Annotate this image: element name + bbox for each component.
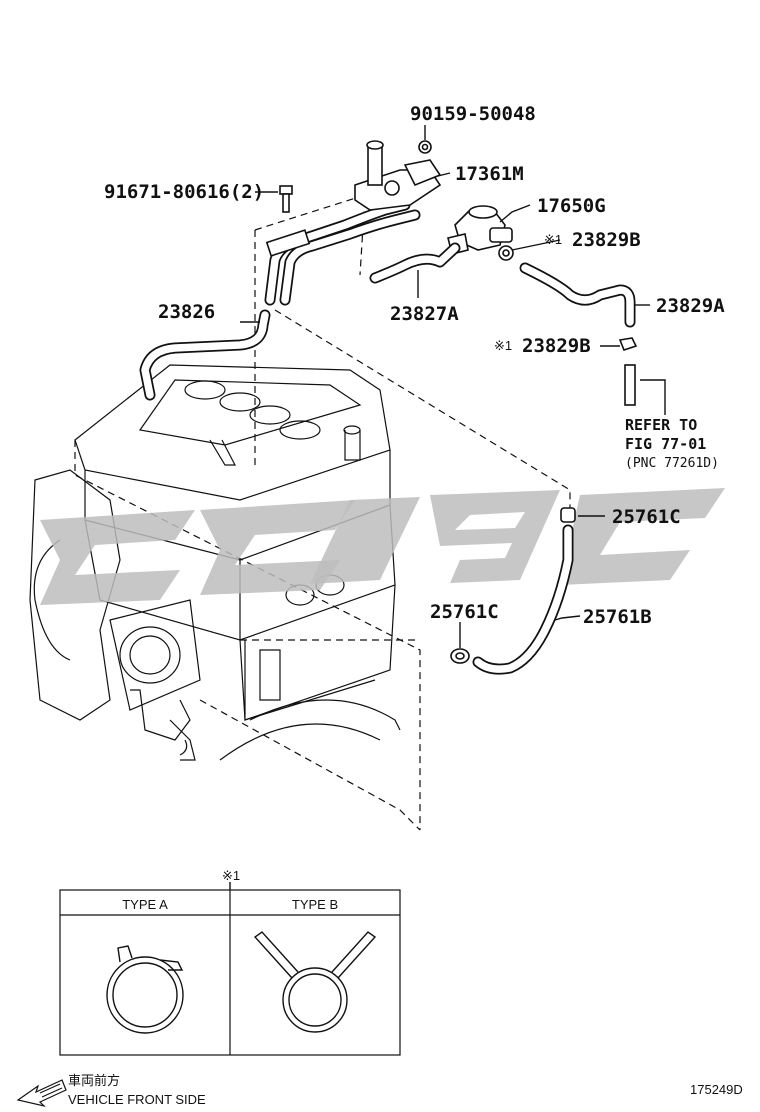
label-23829b-mid: 23829B	[522, 335, 591, 357]
table-note-mark: ※1	[222, 868, 240, 883]
type-b-clamp-icon	[253, 931, 377, 1033]
note-mark-top: ※1	[544, 232, 562, 247]
figure-id: 175249D	[690, 1082, 743, 1097]
clip-23829b-top[interactable]	[498, 245, 514, 261]
refer-line-3: (PNC 77261D)	[625, 456, 719, 471]
valve-17650g[interactable]	[447, 205, 513, 255]
refer-line-2: FIG 77-01	[625, 435, 706, 453]
bolt-91671[interactable]	[279, 185, 293, 213]
label-17650g: 17650G	[537, 195, 606, 217]
label-23826: 23826	[158, 301, 215, 323]
clamp-25761c-right[interactable]	[560, 507, 576, 523]
label-25761b: 25761B	[583, 606, 652, 628]
pipe-refer	[624, 364, 636, 406]
label-23827a: 23827A	[390, 303, 459, 325]
bolt-90159[interactable]	[418, 140, 432, 154]
hose-23829a[interactable]	[519, 262, 636, 328]
watermark	[40, 488, 725, 605]
label-23829a: 23829A	[656, 295, 725, 317]
type-b-header: TYPE B	[292, 897, 338, 912]
label-25761c-right: 25761C	[612, 506, 681, 528]
pipe-assembly	[264, 140, 442, 306]
vehicle-front-indicator: 車両前方 VEHICLE FRONT SIDE	[16, 1073, 206, 1108]
type-a-clamp-icon	[106, 945, 184, 1034]
label-91671-80616: 91671-80616(2)	[104, 181, 264, 203]
callout-lines	[240, 125, 666, 648]
label-23829b-top: 23829B	[572, 229, 641, 251]
type-a-header: TYPE A	[122, 897, 168, 912]
front-label-en: VEHICLE FRONT SIDE	[68, 1092, 206, 1107]
engine-drawing	[29, 364, 401, 761]
label-25761c-left: 25761C	[430, 601, 499, 623]
front-label-jp: 車両前方	[68, 1073, 120, 1088]
hose-25761b[interactable]	[472, 524, 574, 675]
note-mark-mid: ※1	[494, 338, 512, 353]
clip-23829b-mid[interactable]	[618, 337, 638, 351]
refer-line-1: REFER TO	[625, 416, 697, 434]
label-17361m: 17361M	[455, 163, 524, 185]
hose-23826[interactable]	[139, 309, 271, 401]
clamp-25761c-left[interactable]	[450, 648, 470, 664]
hose-23827a[interactable]	[369, 242, 461, 284]
label-90159-50048: 90159-50048	[410, 103, 536, 125]
front-arrow-icon	[16, 1079, 67, 1108]
clamp-type-table: ※1 TYPE A TYPE B	[59, 868, 401, 1056]
